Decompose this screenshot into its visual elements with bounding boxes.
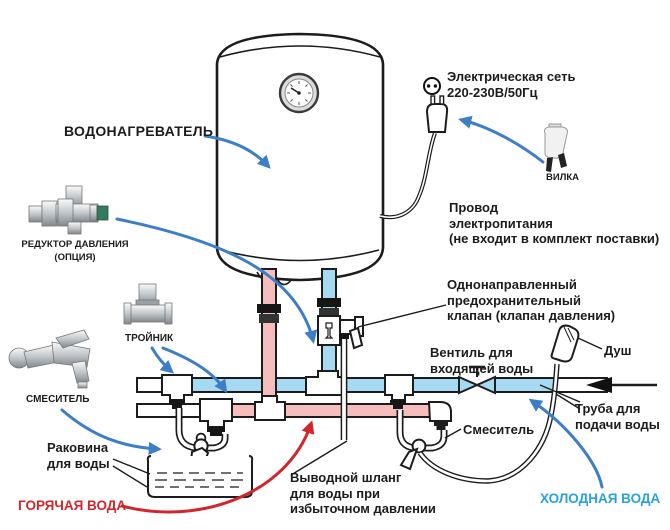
arrow-tee-2	[161, 346, 228, 394]
label-cold-water: ХОЛОДНАЯ ВОДА	[540, 491, 661, 506]
power-cord-line1: Провод	[449, 200, 499, 215]
label-safety-valve: Однонаправленный предохранительный клапа…	[447, 277, 615, 324]
tee-fitting-photo	[123, 283, 173, 325]
power-socket-icon	[423, 77, 441, 95]
hot-riser-pipe	[261, 268, 277, 404]
label-electric-network: Электрическая сеть 220-230В/50Гц	[447, 69, 575, 100]
inlet-valve-line2: входящей воды	[430, 360, 534, 376]
pipes	[136, 268, 657, 436]
water-heater-tank	[215, 32, 385, 286]
tee-fittings	[161, 370, 414, 428]
safety-valve	[317, 315, 364, 350]
power-cord-line2: электропитания	[449, 215, 553, 231]
arrow-reducer	[115, 217, 318, 344]
hot-pipe-stub-left	[136, 403, 204, 418]
tee-hot-riser	[254, 395, 286, 421]
label-drain-hose: Выводной шланг для воды при избыточном д…	[290, 470, 436, 517]
reducer-line1: РЕДУКТОР ДАВЛЕНИЯ	[21, 239, 129, 250]
plug-line-drawing	[425, 95, 449, 133]
label-mixer-photo: СМЕСИТЕЛЬ	[26, 394, 90, 405]
reducer-line2: (ОПЦИЯ)	[54, 252, 96, 263]
power-cord-line3: (не входит в комплект поставки)	[449, 231, 660, 246]
label-sink: Раковина для воды	[47, 440, 110, 471]
tee-cold-right	[384, 374, 414, 401]
arrow-tee-1	[150, 346, 175, 374]
shower-head	[550, 324, 580, 363]
mixer-faucet-photo	[8, 329, 91, 389]
safety-valve-line3: клапан (клапан давления)	[447, 308, 616, 323]
mixer-lever	[399, 447, 419, 471]
label-plug: ВИЛКА	[546, 172, 580, 183]
label-shower: Душ	[604, 343, 632, 358]
label-mixer-right: Смеситель	[463, 422, 535, 437]
arrow-plug	[458, 115, 545, 164]
label-reducer: РЕДУКТОР ДАВЛЕНИЯ (ОПЦИЯ)	[18, 238, 132, 264]
right-mixer	[396, 410, 448, 471]
sink-line2: для воды	[47, 455, 110, 471]
label-supply-pipe: Труба для подачи воды	[575, 401, 660, 432]
supply-pipe-line2: подачи воды	[575, 416, 660, 432]
electric-network-line1: Электрическая сеть	[447, 69, 576, 84]
arrow-hot-water	[120, 420, 315, 514]
hot-pipe-elbow	[427, 401, 452, 422]
power-cord	[379, 132, 437, 220]
drain-hose-line1: Выводной шланг	[290, 470, 402, 485]
drain-hose-line3: избыточном давлении	[290, 501, 436, 516]
label-tee: ТРОЙНИК	[125, 333, 174, 344]
red-arrow	[120, 420, 315, 514]
arrow-mixer-left	[60, 408, 162, 456]
label-power-cord: Провод электропитания (не входит в компл…	[449, 200, 659, 247]
arrow-heater	[203, 134, 271, 169]
safety-valve-line2: предохранительный	[447, 292, 581, 308]
supply-pipe-line1: Труба для	[575, 401, 641, 416]
label-hot-water: ГОРЯЧАЯ ВОДА	[18, 498, 127, 513]
shower-hose	[417, 363, 560, 484]
green-cap	[96, 205, 109, 221]
cold-water-pipe-2	[494, 377, 556, 393]
arrow-cold-water	[528, 398, 604, 489]
safety-valve-line1: Однонаправленный	[447, 277, 577, 292]
inlet-valve-line1: Вентиль для	[430, 345, 513, 360]
pointer-lines	[112, 304, 603, 488]
label-heater: ВОДОНАГРЕВАТЕЛЬ	[64, 123, 214, 139]
blue-arrows	[60, 115, 604, 489]
plug-photo	[544, 123, 568, 172]
thermometer-gauge	[278, 72, 320, 114]
cold-pipe-stub-left	[136, 377, 166, 393]
drain-hose-line2: для воды при	[290, 485, 381, 501]
tee-cold-left	[161, 374, 193, 401]
valve-lever	[348, 326, 364, 350]
sink	[146, 455, 254, 498]
pressure-reducer-photo	[28, 185, 109, 235]
tee-hot-left	[199, 398, 233, 428]
pipe-couplings	[257, 298, 341, 323]
tee-cold-riser	[305, 370, 343, 396]
pressure-drain-hose	[339, 334, 349, 440]
electric-network-line2: 220-230В/50Гц	[447, 84, 538, 100]
label-inlet-valve: Вентиль для входящей воды	[430, 345, 533, 376]
sink-line1: Раковина	[47, 440, 109, 455]
flow-direction-arrow	[586, 377, 612, 393]
